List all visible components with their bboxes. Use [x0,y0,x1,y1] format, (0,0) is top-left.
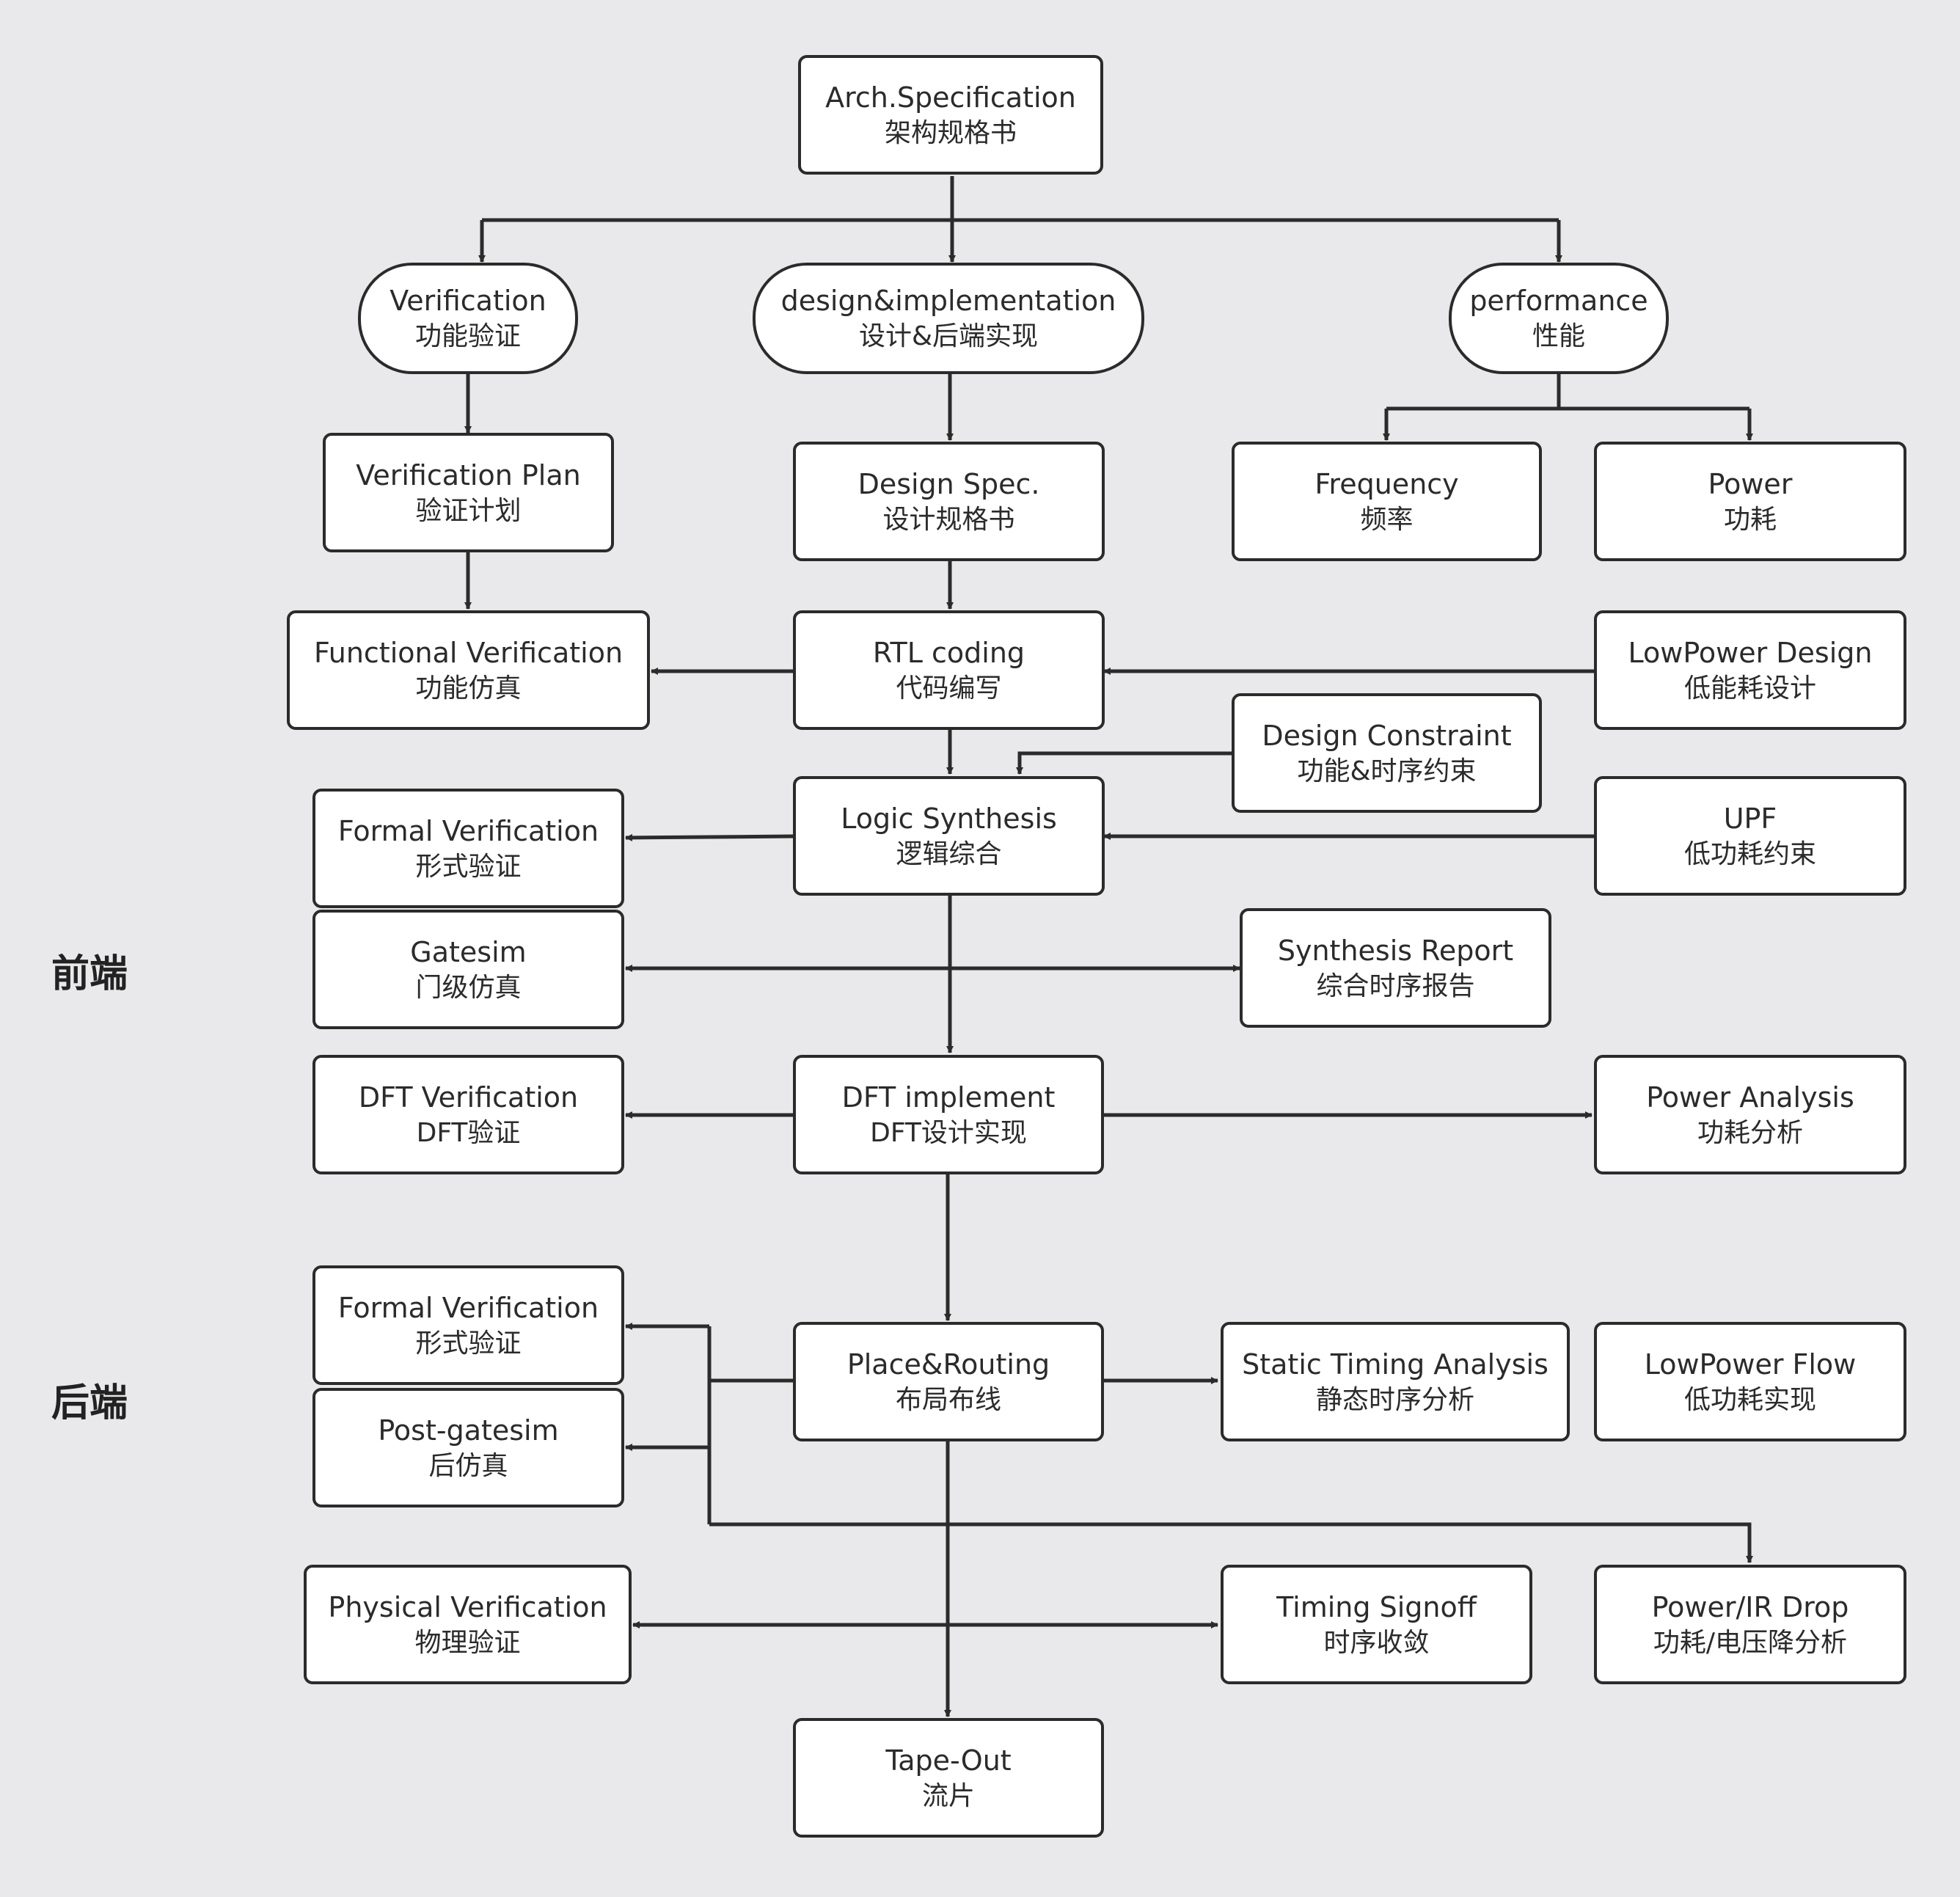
node-subtitle: 功能&时序约束 [1297,756,1477,786]
node-subtitle: 静态时序分析 [1315,1384,1474,1415]
node-functional-verification[interactable]: Functional Verification 功能仿真 [287,610,650,730]
node-title: LowPower Flow [1644,1348,1857,1381]
node-title: DFT implement [841,1081,1056,1114]
node-upf[interactable]: UPF 低功耗约束 [1594,776,1906,896]
node-arch-specification[interactable]: Arch.Specification 架构规格书 [798,55,1103,175]
node-title: Power/IR Drop [1651,1590,1849,1623]
node-subtitle: 形式验证 [415,1328,522,1359]
node-title: Functional Verification [313,636,624,669]
node-subtitle: 代码编写 [896,673,1002,703]
node-title: UPF [1723,802,1777,835]
node-subtitle: 架构规格书 [884,117,1017,148]
node-power[interactable]: Power 功耗 [1594,442,1906,561]
node-tape-out[interactable]: Tape-Out 流片 [793,1718,1104,1838]
node-title: Tape-Out [885,1744,1012,1777]
node-subtitle: 逻辑综合 [896,838,1002,869]
node-title: Logic Synthesis [841,802,1057,835]
node-title: Power [1708,467,1793,500]
node-rtl-coding[interactable]: RTL coding 代码编写 [793,610,1105,730]
node-title: Timing Signoff [1276,1590,1477,1623]
node-title: Verification [390,285,546,317]
node-verification-plan[interactable]: Verification Plan 验证计划 [323,433,614,552]
back-end-label: 后端 [51,1381,128,1425]
node-subtitle: 门级仿真 [415,972,522,1003]
node-title: Design Constraint [1262,719,1512,752]
node-subtitle: DFT设计实现 [870,1117,1027,1148]
node-subtitle: 功耗/电压降分析 [1653,1627,1848,1658]
node-subtitle: 性能 [1532,321,1585,351]
node-title: Frequency [1314,467,1459,500]
node-subtitle: 物理验证 [414,1627,521,1658]
node-title: Formal Verification [337,1291,599,1324]
node-title: Arch.Specification [825,81,1076,114]
node-title: Physical Verification [328,1590,607,1623]
node-lowpower-flow[interactable]: LowPower Flow 低功耗实现 [1594,1322,1906,1441]
node-title: Formal Verification [337,814,599,847]
node-title: performance [1469,285,1648,317]
node-verification[interactable]: Verification 功能验证 [358,263,578,374]
node-subtitle: 功耗分析 [1697,1117,1803,1148]
node-subtitle: 低功耗实现 [1683,1384,1816,1415]
node-subtitle: 验证计划 [415,495,522,526]
node-synthesis-report[interactable]: Synthesis Report 综合时序报告 [1240,908,1551,1028]
arrow-to-power-ir [709,1522,1753,1563]
node-title: Static Timing Analysis [1242,1348,1548,1381]
node-title: Gatesim [410,935,527,968]
node-subtitle: 低能耗设计 [1683,673,1816,703]
node-subtitle: 综合时序报告 [1316,971,1475,1001]
node-subtitle: 功能仿真 [415,673,522,703]
node-dft-verification[interactable]: DFT Verification DFT验证 [312,1055,624,1174]
node-subtitle: 时序收敛 [1323,1627,1430,1658]
node-title: DFT Verification [358,1081,579,1114]
node-formal-verification-front[interactable]: Formal Verification 形式验证 [312,789,624,908]
node-post-gatesim[interactable]: Post-gatesim 后仿真 [312,1388,624,1507]
node-place-routing[interactable]: Place&Routing 布局布线 [793,1322,1104,1441]
node-subtitle: 后仿真 [428,1450,508,1481]
node-dft-implement[interactable]: DFT implement DFT设计实现 [793,1055,1104,1174]
node-title: RTL coding [872,636,1025,669]
node-static-timing-analysis[interactable]: Static Timing Analysis 静态时序分析 [1221,1322,1570,1441]
arrow-synthesis-to-formal [625,833,795,841]
node-performance[interactable]: performance 性能 [1449,263,1669,374]
node-subtitle: 设计规格书 [882,504,1015,535]
node-gatesim[interactable]: Gatesim 门级仿真 [312,910,624,1029]
node-title: design&implementation [780,285,1116,317]
node-title: Synthesis Report [1277,934,1514,967]
node-lowpower-design[interactable]: LowPower Design 低能耗设计 [1594,610,1906,730]
node-frequency[interactable]: Frequency 频率 [1232,442,1542,561]
node-subtitle: 布局布线 [895,1384,1001,1415]
node-design-spec[interactable]: Design Spec. 设计规格书 [793,442,1105,561]
node-title: Verification Plan [356,458,581,491]
node-title: LowPower Design [1628,636,1873,669]
node-title: Design Spec. [858,467,1040,500]
node-subtitle: 形式验证 [415,851,522,882]
node-title: Post-gatesim [378,1414,559,1447]
node-logic-synthesis[interactable]: Logic Synthesis 逻辑综合 [793,776,1105,896]
node-title: Place&Routing [846,1348,1050,1381]
node-title: Power Analysis [1646,1081,1854,1114]
arrow-constraint-to-synthesis [1016,751,1232,775]
front-end-label: 前端 [51,952,128,996]
node-subtitle: 频率 [1360,504,1414,535]
node-subtitle: 功耗 [1723,504,1777,535]
node-design-implementation[interactable]: design&implementation 设计&后端实现 [753,263,1144,374]
node-subtitle: 低功耗约束 [1683,838,1816,869]
node-design-constraint[interactable]: Design Constraint 功能&时序约束 [1232,693,1542,813]
node-power-analysis[interactable]: Power Analysis 功耗分析 [1594,1055,1906,1174]
node-physical-verification[interactable]: Physical Verification 物理验证 [304,1565,632,1684]
node-timing-signoff[interactable]: Timing Signoff 时序收敛 [1221,1565,1532,1684]
node-subtitle: 功能验证 [414,321,521,351]
node-subtitle: 流片 [921,1780,975,1811]
node-power-ir-drop[interactable]: Power/IR Drop 功耗/电压降分析 [1594,1565,1906,1684]
node-subtitle: DFT验证 [416,1117,521,1148]
node-formal-verification-back[interactable]: Formal Verification 形式验证 [312,1265,624,1385]
node-subtitle: 设计&后端实现 [858,321,1039,351]
